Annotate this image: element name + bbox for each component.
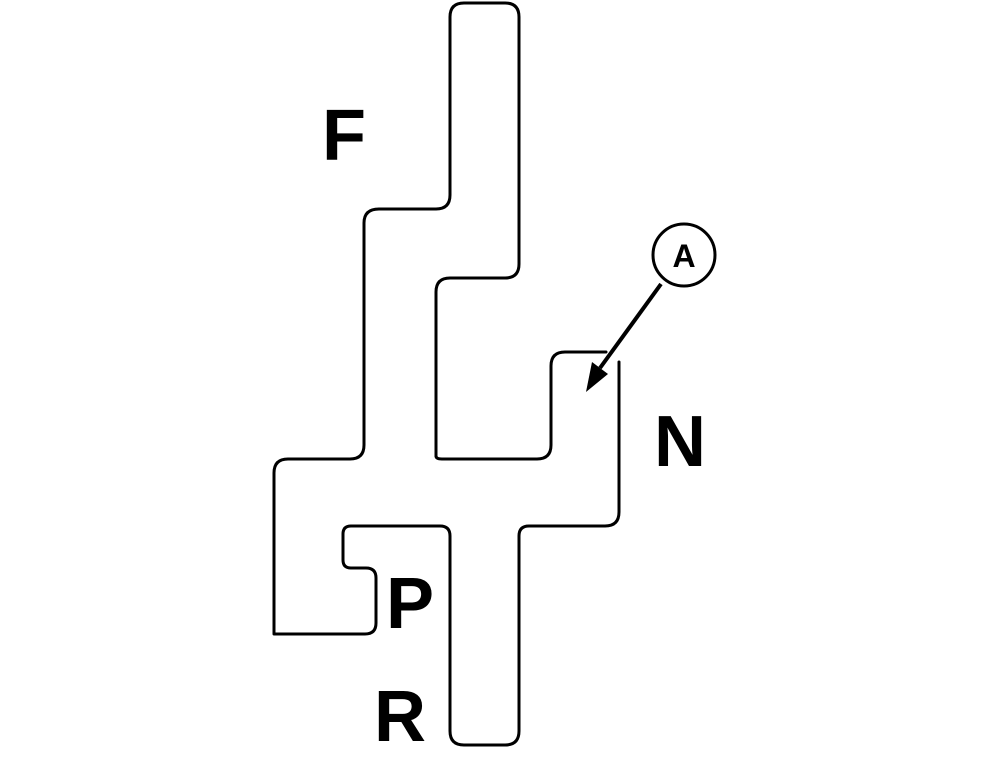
shift-gate-outline <box>272 1 621 747</box>
gear-label-forward: F <box>322 96 366 176</box>
neutral-notch-outline <box>434 350 608 461</box>
gear-label-reverse: R <box>374 677 426 757</box>
callout-arrow-head <box>586 362 608 392</box>
gear-label-park: P <box>386 564 434 644</box>
callout-label: A <box>672 238 695 274</box>
callout-circle <box>651 222 717 288</box>
callout-leader-line <box>598 282 663 370</box>
callout-a: A <box>586 222 717 392</box>
gear-label-neutral: N <box>654 402 706 482</box>
